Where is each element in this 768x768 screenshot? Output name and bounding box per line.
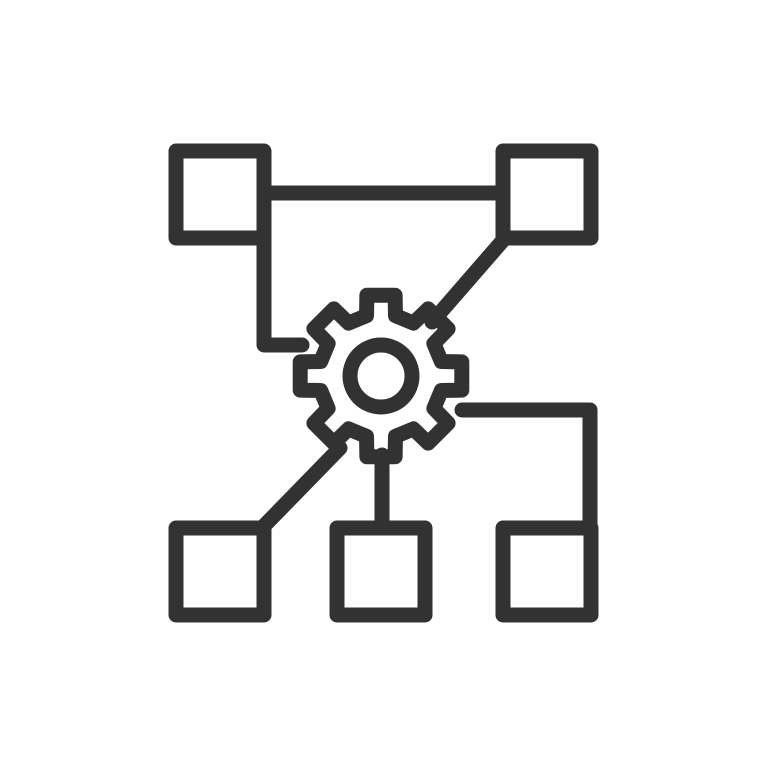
gear-hub [342, 337, 420, 415]
node-top-left [168, 143, 272, 246]
node-bottom-left [168, 520, 272, 623]
gear-icon [292, 287, 470, 465]
connector-topright-to-gear [424, 230, 513, 330]
node-bottom-middle [329, 520, 433, 623]
connector-lines [254, 185, 598, 536]
gear-outline [292, 287, 470, 465]
node-bottom-right [495, 520, 599, 623]
connector-gear-to-bottomright [454, 402, 598, 536]
node-top-right [495, 143, 599, 246]
connector-gear-to-bottomleft [254, 440, 348, 536]
connector-left-to-gear [256, 230, 310, 353]
